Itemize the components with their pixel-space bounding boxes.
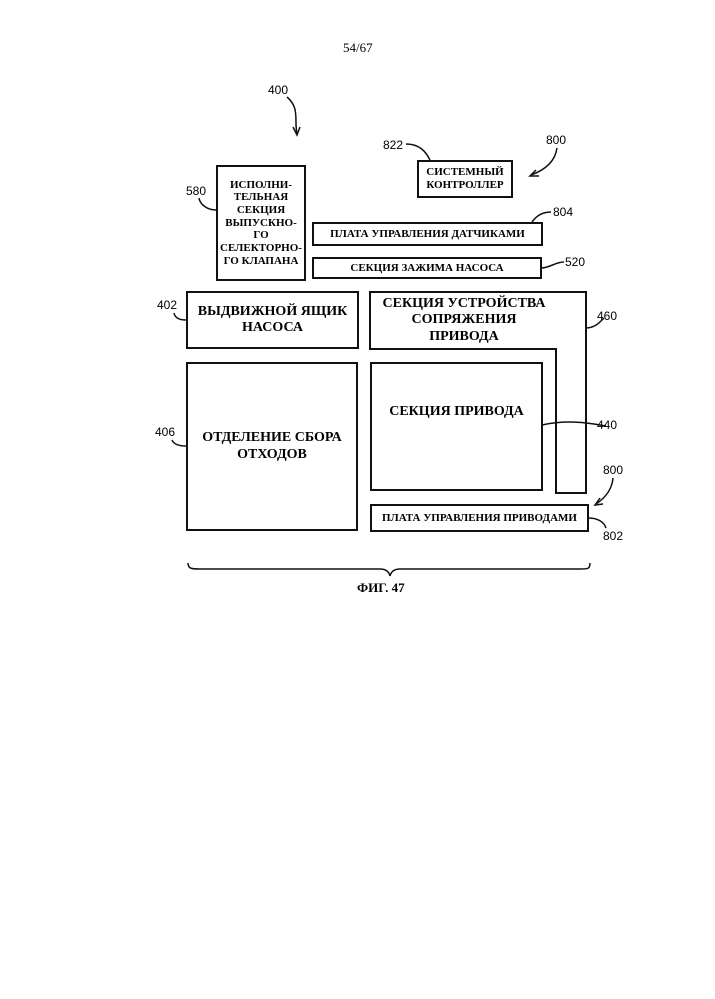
ref-804: 804 [553, 205, 573, 219]
ref-406: 406 [155, 425, 175, 439]
drive-section-box: СЕКЦИЯ ПРИВОДА [370, 362, 543, 491]
ref-460: 460 [597, 309, 617, 323]
ref-800-bottom: 800 [603, 463, 623, 477]
drive-board-box: ПЛАТА УПРАВЛЕНИЯ ПРИВОДАМИ [370, 504, 589, 532]
ref-520: 520 [565, 255, 585, 269]
pump-drawer-box: ВЫДВИЖНОЙ ЯЩИК НАСОСА [186, 291, 359, 349]
ref-580: 580 [186, 184, 206, 198]
figure-caption: ФИГ. 47 [357, 580, 405, 596]
ref-822: 822 [383, 138, 403, 152]
leader-520 [541, 262, 564, 268]
leader-822 [406, 144, 430, 160]
system-controller-box: СИСТЕМНЫЙ КОНТРОЛЛЕР [417, 160, 513, 198]
sensor-board-box: ПЛАТА УПРАВЛЕНИЯ ДАТЧИКАМИ [312, 222, 543, 246]
valve-actuator-section-box: ИСПОЛНИ-ТЕЛЬНАЯ СЕКЦИЯ ВЫПУСКНО-ГО СЕЛЕК… [216, 165, 306, 281]
ref-402: 402 [157, 298, 177, 312]
leader-802 [588, 518, 606, 528]
leader-580 [199, 198, 216, 210]
ref-802: 802 [603, 529, 623, 543]
grouping-brace [188, 563, 590, 576]
pump-clamp-section-box: СЕКЦИЯ ЗАЖИМА НАСОСА [312, 257, 542, 279]
leader-406 [172, 440, 186, 446]
leader-400 [287, 97, 297, 134]
ref-440: 440 [597, 418, 617, 432]
ref-400: 400 [268, 83, 288, 97]
leader-402 [174, 313, 186, 320]
leader-804 [532, 212, 551, 222]
waste-collection-box: ОТДЕЛЕНИЕ СБОРА ОТХОДОВ [186, 362, 358, 531]
drive-interface-section-label: СЕКЦИЯ УСТРОЙСТВА СОПРЯЖЕНИЯ ПРИВОДА [372, 294, 556, 347]
ref-800-top: 800 [546, 133, 566, 147]
